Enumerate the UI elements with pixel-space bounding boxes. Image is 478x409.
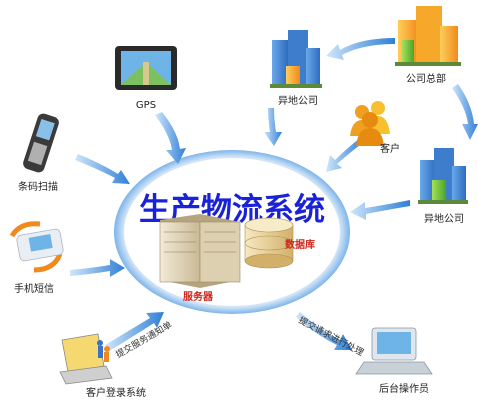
flow-arrows	[70, 38, 478, 351]
client-login-system-label: 客户登录系统	[86, 386, 146, 399]
arrow-hq-to-branch	[326, 38, 395, 60]
headquarters-label: 公司总部	[406, 72, 446, 85]
branch-company-right-icon	[418, 148, 468, 204]
arrow-barcode-to-hub	[75, 154, 130, 184]
client-laptop-icon	[59, 333, 113, 385]
database-icon	[244, 217, 294, 269]
gps-device-icon	[115, 46, 177, 90]
submit-request-process-label: 提交请求进行处理	[297, 314, 366, 358]
arrow-hq-to-branch-right	[452, 84, 478, 140]
customer-label: 客户	[380, 142, 400, 155]
arrow-customer-to-hub	[326, 138, 364, 172]
server-icon	[159, 214, 241, 288]
arrow-sms-to-hub	[70, 259, 125, 277]
arrow-client-to-hub	[105, 312, 164, 351]
backend-operator-label: 后台操作员	[379, 382, 429, 395]
backend-operator-icon	[355, 327, 433, 375]
barcode-scan-label: 条码扫描	[18, 180, 58, 193]
branch-company-right-label: 异地公司	[424, 212, 464, 225]
arrow-hub-to-backend	[296, 312, 352, 350]
database-label: 数据库	[285, 238, 315, 251]
gps-label: GPS	[136, 100, 156, 111]
server-label: 服务器	[183, 290, 214, 303]
arrow-gps-to-hub	[155, 112, 186, 164]
sms-label: 手机短信	[14, 282, 54, 295]
branch-company-top-icon	[270, 30, 322, 88]
arrow-branch-right-to-hub	[350, 200, 410, 220]
phone-sms-icon	[9, 221, 64, 273]
customer-icon	[350, 101, 390, 146]
branch-company-top-label: 异地公司	[278, 94, 318, 107]
arrow-branch-top-to-hub	[264, 108, 282, 146]
headquarters-icon	[395, 6, 461, 66]
barcode-scanner-icon	[23, 113, 59, 173]
